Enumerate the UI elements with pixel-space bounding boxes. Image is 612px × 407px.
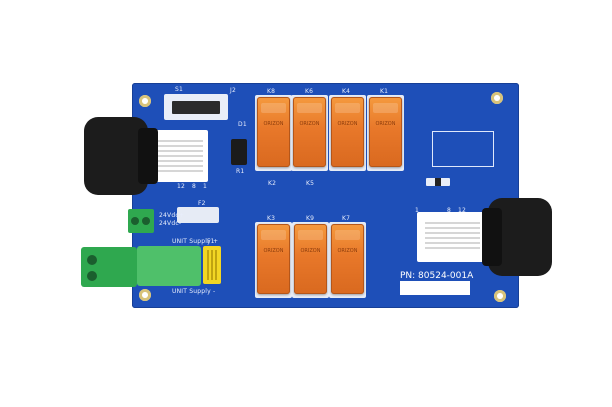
pin-label-8: 8 xyxy=(192,183,197,190)
relay-k9: ORIZON xyxy=(294,224,327,294)
pin-label-12: 12 xyxy=(177,183,186,190)
small-relay xyxy=(231,139,247,165)
circular-connector-left xyxy=(84,117,148,195)
ref-d1: D1 xyxy=(238,121,247,128)
pin-label-1: 1 xyxy=(203,183,208,190)
ref-k3: K3 xyxy=(267,215,276,222)
ref-k9: K9 xyxy=(306,215,315,222)
relay-k6: ORIZON xyxy=(293,97,326,167)
supply-label-2: 24Vdc- xyxy=(159,220,182,227)
pin-label-12b: 12 xyxy=(458,207,467,214)
part-number: PN: 80524-001A xyxy=(400,271,474,281)
fuse-holder-f2 xyxy=(177,207,219,223)
connector-flange-left xyxy=(138,128,158,184)
pin-header xyxy=(164,94,228,120)
ref-r1: R1 xyxy=(236,168,245,175)
ref-j2: J2 xyxy=(230,87,236,94)
mounting-hole xyxy=(491,92,503,104)
silkscreen-outline xyxy=(432,131,494,167)
ref-k5: K5 xyxy=(306,180,315,187)
pin-label-8b: 8 xyxy=(447,207,452,214)
terminal-block-large xyxy=(81,247,137,287)
label-box xyxy=(400,281,470,295)
connector-flange-right xyxy=(482,208,502,266)
ref-f2: F2 xyxy=(198,200,206,207)
terminal-body xyxy=(137,246,201,286)
relay-k7: ORIZON xyxy=(331,224,364,294)
supply-label-1: 24Vdc+ xyxy=(159,212,185,219)
mounting-hole xyxy=(494,290,506,302)
ref-k4: K4 xyxy=(342,88,351,95)
fuse-f1 xyxy=(203,246,221,284)
unit-supply-minus: UNIT Supply - xyxy=(172,288,216,295)
ref-k7: K7 xyxy=(342,215,351,222)
relay-k4: ORIZON xyxy=(331,97,364,167)
mounting-hole xyxy=(139,289,151,301)
terminal-block-small xyxy=(128,209,154,233)
ref-k1: K1 xyxy=(380,88,389,95)
diode xyxy=(426,178,450,186)
relay-k8: ORIZON xyxy=(257,97,290,167)
relay-k1: ORIZON xyxy=(369,97,402,167)
mounting-hole xyxy=(139,95,151,107)
ref-k8: K8 xyxy=(267,88,276,95)
pin-label-1b: 1 xyxy=(415,207,420,214)
ref-k6: K6 xyxy=(305,88,314,95)
ref-s1: S1 xyxy=(175,86,184,93)
relay-k3: ORIZON xyxy=(257,224,290,294)
ref-k2: K2 xyxy=(268,180,277,187)
unit-supply-plus: UNIT Supply + xyxy=(172,238,219,245)
ref-f1: F1 xyxy=(207,238,215,245)
